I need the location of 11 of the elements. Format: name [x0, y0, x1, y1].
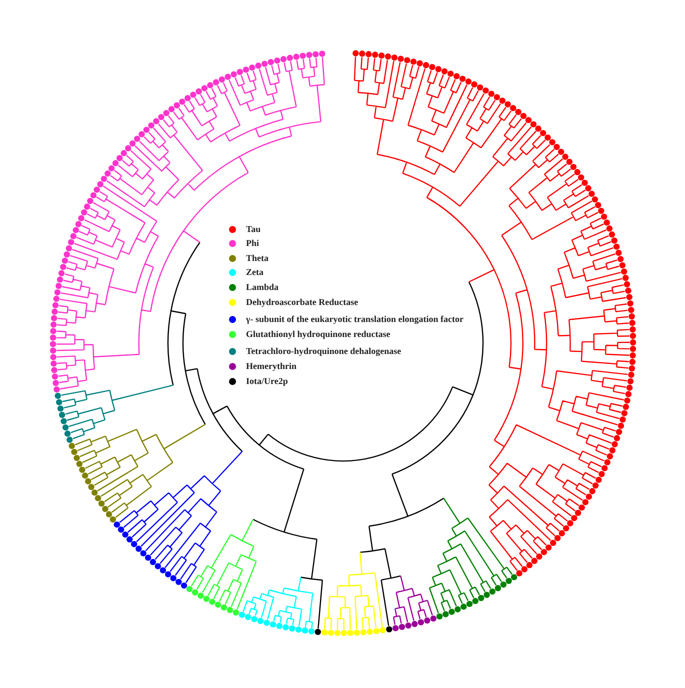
legend-label: Tau	[246, 224, 261, 234]
legend-label: Dehydroascorbate Reductase	[246, 296, 358, 308]
legend-label: Theta	[246, 252, 268, 264]
legend-label: Glutathionyl hydroquinone reductase	[246, 328, 390, 340]
legend-label: Hemerythrin	[246, 360, 296, 372]
legend-label: Tetrachloro-hydroquinone dehalogenase	[246, 346, 402, 356]
legend-label: Lambda	[246, 282, 279, 292]
legend-label: Zeta	[246, 266, 264, 278]
legend-label: Phi	[246, 238, 260, 248]
legend-label: Iota/Ure2p	[246, 376, 288, 386]
legend-label: γ- subunit of the eukaryotic translation elongation factor	[246, 314, 464, 324]
